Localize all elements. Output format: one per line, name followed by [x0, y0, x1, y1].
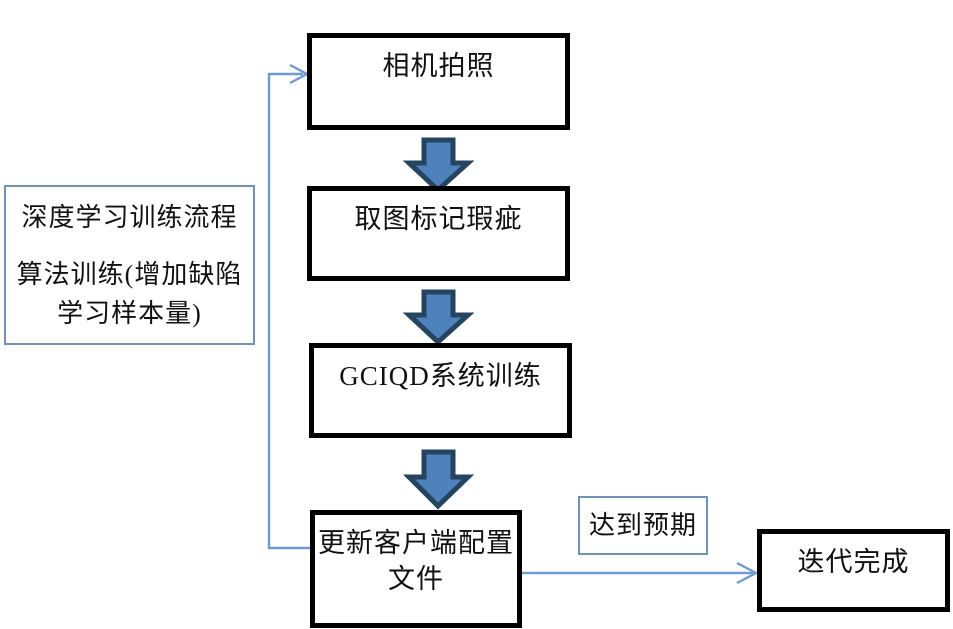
note-box-meets-expectation: 达到预期 — [578, 496, 708, 555]
process-label-update-client-config-line2: 文件 — [388, 564, 444, 595]
note-training-line1: 深度学习训练流程 — [21, 202, 238, 232]
process-box-iteration-complete[interactable]: 迭代完成 — [757, 529, 950, 612]
process-label-camera-capture: 相机拍照 — [382, 51, 495, 81]
block-arrow-step3-to-step4 — [402, 449, 475, 510]
process-label-gciqd-system-training: GCIQD系统训练 — [339, 361, 542, 391]
process-box-update-client-config[interactable]: 更新客户端配置 文件 — [310, 510, 522, 628]
process-label-update-client-config: 更新客户端配置 文件 — [315, 515, 517, 598]
block-arrow-step2-to-step3 — [402, 289, 475, 346]
process-box-gciqd-system-training[interactable]: GCIQD系统训练 — [309, 343, 572, 438]
note-training-line2: 算法训练(增加缺陷 — [16, 259, 243, 289]
process-label-iteration-complete: 迭代完成 — [797, 547, 910, 577]
process-label-update-client-config-line1: 更新客户端配置 — [318, 528, 514, 558]
connector-step4-feedback-to-step1 — [267, 63, 310, 550]
note-box-training-process: 深度学习训练流程 算法训练(增加缺陷 学习样本量) — [4, 185, 255, 345]
block-arrow-step1-to-step2 — [402, 137, 475, 194]
note-training-text: 深度学习训练流程 算法训练(增加缺陷 学习样本量) — [6, 198, 253, 333]
connector-step4-to-result — [522, 561, 759, 585]
note-training-line3: 学习样本量) — [57, 298, 202, 328]
process-box-camera-capture[interactable]: 相机拍照 — [307, 33, 570, 130]
note-label-meets-expectation: 达到预期 — [588, 511, 697, 540]
process-label-image-defect-labeling: 取图标记瑕疵 — [354, 204, 523, 234]
note-training-spacer — [12, 237, 247, 255]
process-box-image-defect-labeling[interactable]: 取图标记瑕疵 — [307, 186, 570, 281]
